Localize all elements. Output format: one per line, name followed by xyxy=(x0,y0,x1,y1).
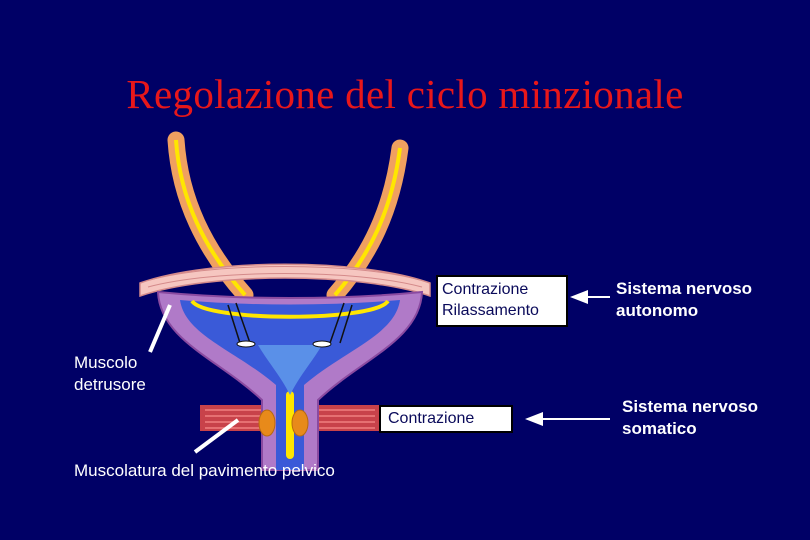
somatic-label-line2: somatico xyxy=(622,419,697,438)
pelvic-floor-muscle-left xyxy=(200,405,270,431)
pelvic-floor-pointer xyxy=(193,418,240,454)
sphincter-left xyxy=(258,409,276,437)
slide-title: Regolazione del ciclo minzionale xyxy=(126,71,684,117)
autonomic-arrow xyxy=(570,290,610,304)
mucosa-line xyxy=(190,299,390,319)
bladder-neck xyxy=(258,345,322,395)
sphincter-label-box xyxy=(379,405,513,433)
sphincter-contraction-label: Contrazione xyxy=(388,410,475,427)
bladder-relaxation-label: Rilassamento xyxy=(442,302,539,319)
right-ureteric-orifice xyxy=(312,302,353,348)
somatic-label-line1: Sistema nervoso xyxy=(622,397,759,416)
pelvic-floor-label: Muscolatura del pavimento pelvico xyxy=(74,461,335,480)
peritoneum-layer xyxy=(139,263,431,298)
detrusor-label-line1: Muscolo xyxy=(74,353,138,372)
sphincter-right xyxy=(291,409,309,437)
left-ureteric-orifice xyxy=(227,302,256,348)
autonomic-label-line2: autonomo xyxy=(616,301,699,320)
bladder-contraction-label: Contrazione xyxy=(442,281,529,298)
bladder-label-box xyxy=(436,275,568,327)
detrusor-label-line2: detrusore xyxy=(74,375,146,394)
detrusor-pointer xyxy=(148,304,172,353)
pelvic-floor-muscle-right xyxy=(310,405,380,431)
autonomic-label-line1: Sistema nervoso xyxy=(616,279,753,298)
somatic-arrow xyxy=(525,412,610,426)
